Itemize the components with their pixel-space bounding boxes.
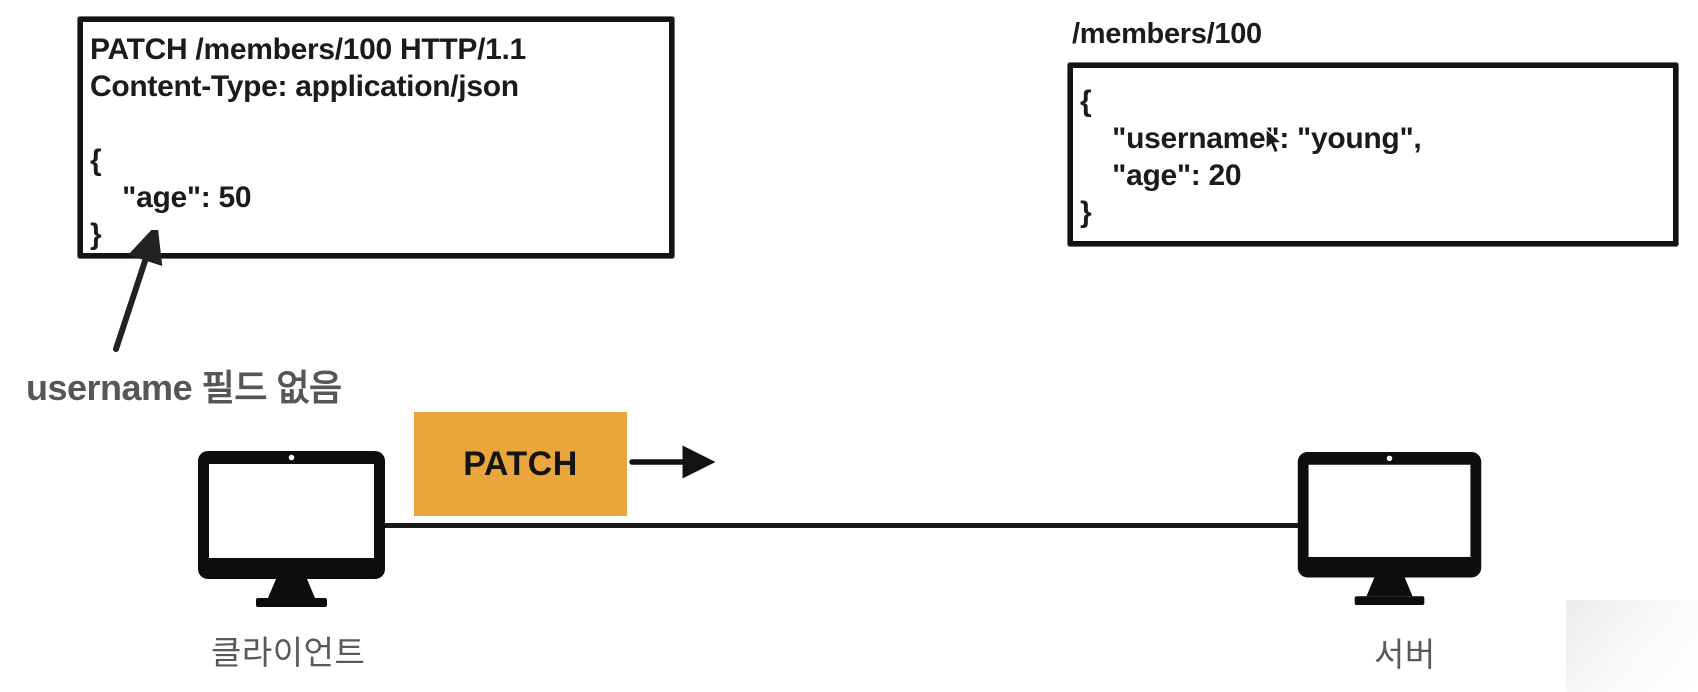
server-resource-box: { "username": "young", "age": 20 } bbox=[1068, 63, 1678, 246]
corner-artifact bbox=[1566, 600, 1698, 692]
server-monitor-icon bbox=[1297, 451, 1482, 606]
patch-direction-arrow-icon bbox=[629, 445, 716, 479]
patch-method-badge: PATCH bbox=[414, 412, 627, 516]
resource-line: } bbox=[1080, 196, 1092, 229]
request-line: { bbox=[90, 144, 102, 177]
request-line: Content-Type: application/json bbox=[90, 70, 519, 103]
request-line bbox=[90, 105, 663, 142]
request-line: PATCH /members/100 HTTP/1.1 bbox=[90, 33, 526, 66]
resource-line: "age": 20 bbox=[1080, 159, 1242, 192]
resource-line: { bbox=[1080, 85, 1092, 118]
resource-line: "username": "young", bbox=[1080, 122, 1422, 155]
annotation-label: username 필드 없음 bbox=[26, 367, 342, 408]
patch-method-label: PATCH bbox=[463, 444, 578, 483]
mouse-cursor-icon bbox=[1265, 128, 1284, 154]
client-monitor-icon bbox=[198, 451, 385, 607]
server-label: 서버 bbox=[1374, 636, 1436, 673]
connection-line bbox=[379, 523, 1300, 528]
request-line: } bbox=[90, 218, 102, 251]
request-line: "age": 50 bbox=[90, 181, 252, 214]
resource-path-label: /members/100 bbox=[1072, 18, 1262, 50]
client-label: 클라이언트 bbox=[211, 634, 366, 671]
http-request-box: PATCH /members/100 HTTP/1.1 Content-Type… bbox=[78, 17, 674, 258]
annotation-arrow-icon bbox=[113, 230, 163, 352]
